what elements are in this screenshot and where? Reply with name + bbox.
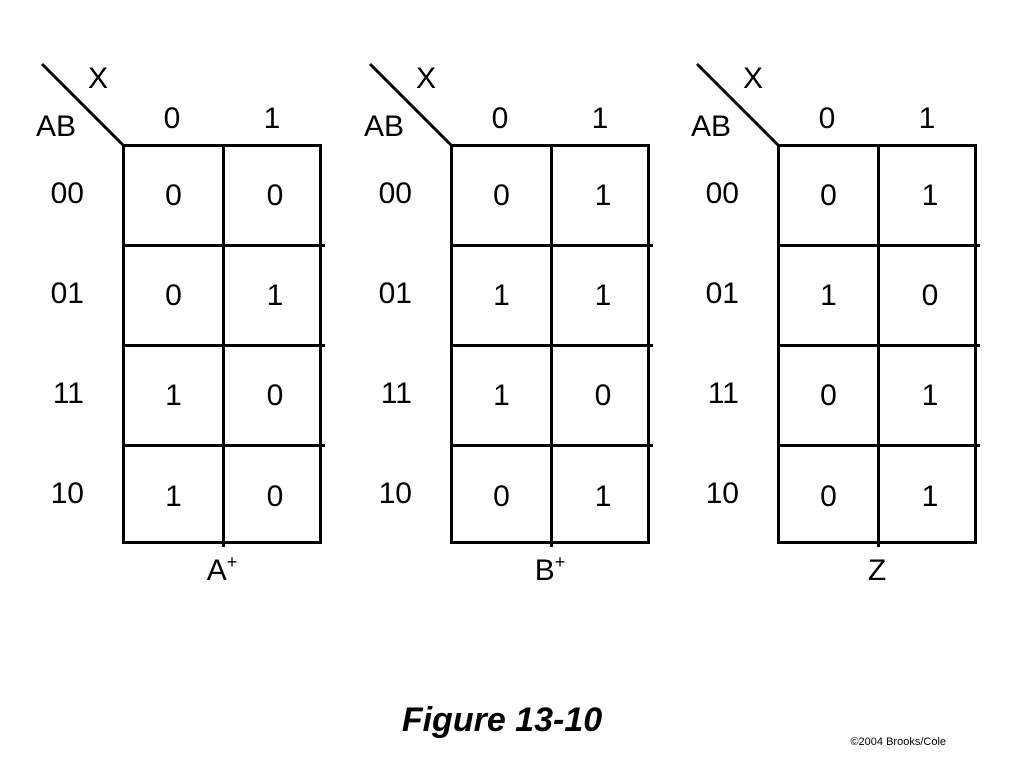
- column-label: 0: [491, 102, 509, 135]
- kmap-cell: 1: [880, 347, 980, 447]
- row-variable: AB: [364, 110, 405, 143]
- kmap-grid: 0 1 1 1 1 0 0 1: [450, 144, 653, 547]
- figure-caption: Figure 13-10: [401, 701, 603, 739]
- kmap-cell: 1: [453, 247, 553, 347]
- copyright-notice: ©2004 Brooks/Cole: [850, 736, 946, 748]
- row-label: 01: [378, 277, 412, 310]
- row-label: 10: [378, 477, 412, 510]
- row-label: 11: [707, 377, 739, 410]
- kmap-cell: 0: [780, 347, 880, 447]
- kmap-b-plus: X AB 0 1 00 01 11 10 0 1 1 1 1 0 0 1 B+: [364, 60, 668, 600]
- kmap-z: X AB 0 1 00 01 11 10 0 1 1 0 0 1 0 1 Z: [691, 60, 995, 600]
- column-variable: X: [88, 62, 109, 95]
- kmap-cell: 0: [453, 147, 553, 247]
- row-label: 00: [50, 177, 84, 210]
- row-label: 11: [52, 377, 84, 410]
- output-label: B+: [450, 553, 650, 587]
- row-variable: AB: [36, 110, 77, 143]
- kmap-cell: 0: [125, 147, 225, 247]
- output-name: B: [534, 554, 555, 587]
- column-label: 1: [263, 102, 281, 135]
- row-label: 01: [705, 277, 739, 310]
- kmap-cell: 0: [225, 347, 325, 447]
- kmap-a-plus: X AB 0 1 00 01 11 10 0 0 0 1 1 0 1 0 A+: [36, 60, 340, 600]
- corner-diagonal-line: [40, 62, 126, 148]
- row-label: 00: [378, 177, 412, 210]
- kmap-cell: 1: [880, 147, 980, 247]
- kmap-cell: 0: [880, 247, 980, 347]
- row-label: 10: [50, 477, 84, 510]
- corner-diagonal-line: [368, 62, 454, 148]
- corner-diagonal-line: [695, 62, 781, 148]
- row-label: 01: [50, 277, 84, 310]
- column-label: 0: [163, 102, 181, 135]
- column-variable: X: [743, 62, 764, 95]
- column-label: 0: [818, 102, 836, 135]
- kmap-cell: 1: [125, 347, 225, 447]
- kmap-cell: 0: [125, 247, 225, 347]
- kmap-cell: 1: [921, 480, 939, 513]
- kmap-cell: 1: [594, 480, 612, 513]
- output-superscript: +: [554, 552, 566, 572]
- kmap-grid: 0 0 0 1 1 0 1 0: [122, 144, 325, 547]
- column-label: 1: [591, 102, 609, 135]
- kmap-cell: 0: [453, 447, 553, 547]
- row-label: 10: [705, 477, 739, 510]
- kmap-cell: 0: [780, 447, 880, 547]
- output-name: A: [206, 554, 227, 587]
- kmap-cell: 0: [553, 347, 653, 447]
- kmap-grid: 0 1 1 0 0 1 0 1: [777, 144, 980, 547]
- column-variable: X: [416, 62, 437, 95]
- kmap-cell: 1: [453, 347, 553, 447]
- kmap-cell: 1: [553, 147, 653, 247]
- kmap-cell: 0: [225, 147, 325, 247]
- output-label: A+: [122, 553, 322, 587]
- kmap-cell: 0: [266, 480, 284, 513]
- output-name: Z: [867, 554, 887, 587]
- kmap-cell: 1: [553, 247, 653, 347]
- row-label: 00: [705, 177, 739, 210]
- row-label: 11: [380, 377, 412, 410]
- kmap-cell: 1: [225, 247, 325, 347]
- column-label: 1: [918, 102, 936, 135]
- output-label: Z: [777, 556, 977, 586]
- kmap-cell: 1: [125, 447, 225, 547]
- kmap-cell: 0: [780, 147, 880, 247]
- row-variable: AB: [691, 110, 732, 143]
- kmap-cell: 1: [780, 247, 880, 347]
- output-superscript: +: [226, 552, 238, 572]
